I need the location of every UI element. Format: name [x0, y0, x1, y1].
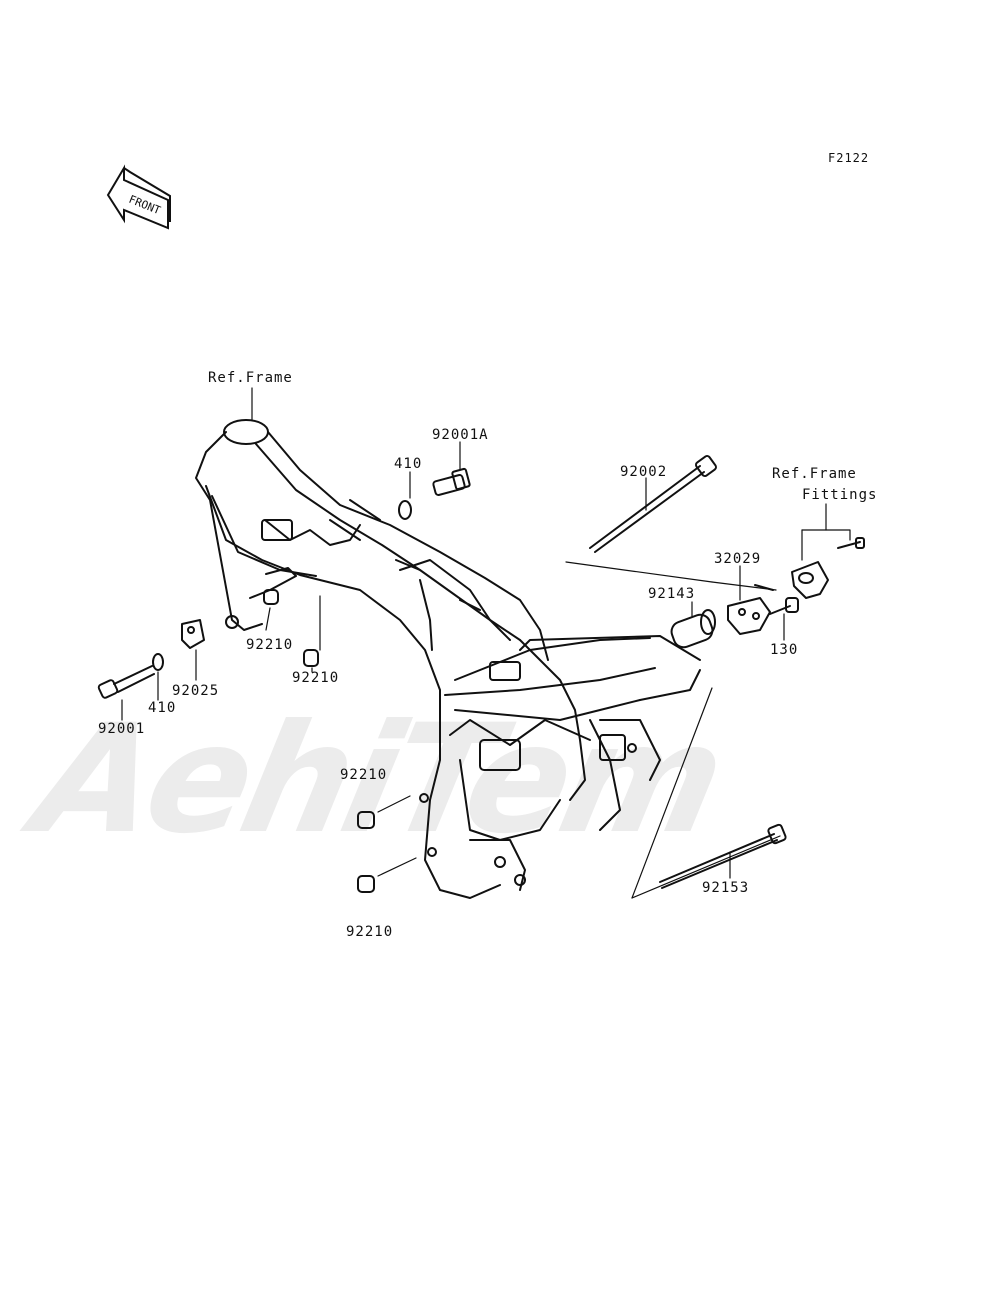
label-32029: 32029	[714, 551, 762, 567]
label-92001A: 92001A	[432, 427, 489, 443]
bolt-92002	[589, 455, 717, 553]
label-ref-frame-fittings-1: Ref.Frame	[772, 466, 857, 482]
label-92210-a: 92210	[246, 637, 294, 653]
label-130: 130	[770, 642, 799, 658]
nut-92210-d	[357, 875, 375, 893]
bracket-32029	[727, 584, 774, 635]
label-92143: 92143	[648, 586, 696, 602]
nut-92210-b	[303, 649, 319, 667]
front-arrow-icon: FRONT	[106, 164, 171, 230]
label-92002: 92002	[620, 464, 668, 480]
label-410-left: 410	[148, 700, 177, 716]
nut-92210-a	[263, 589, 279, 605]
bracket-92025	[181, 619, 205, 649]
label-92210-b: 92210	[292, 670, 340, 686]
label-92153: 92153	[702, 880, 750, 896]
label-92210-d: 92210	[346, 924, 394, 940]
washer-410-left	[152, 653, 164, 671]
bolt-130	[769, 597, 799, 615]
diagram-code: F2122	[828, 151, 870, 165]
label-92025: 92025	[172, 683, 220, 699]
collar-92143	[670, 609, 716, 649]
bolt-92001	[97, 665, 155, 699]
nut-92210-c	[357, 811, 375, 829]
label-ref-frame: Ref.Frame	[208, 370, 293, 386]
label-410-top: 410	[394, 456, 423, 472]
bolt-92153	[659, 823, 787, 889]
frame-fitting	[791, 537, 865, 599]
label-ref-frame-fittings-2: Fittings	[802, 487, 878, 503]
label-92001: 92001	[98, 721, 146, 737]
bolt-92001A	[432, 467, 471, 496]
washer-410-top	[398, 500, 412, 520]
label-92210-c: 92210	[340, 767, 388, 783]
leader-lines	[121, 387, 851, 899]
